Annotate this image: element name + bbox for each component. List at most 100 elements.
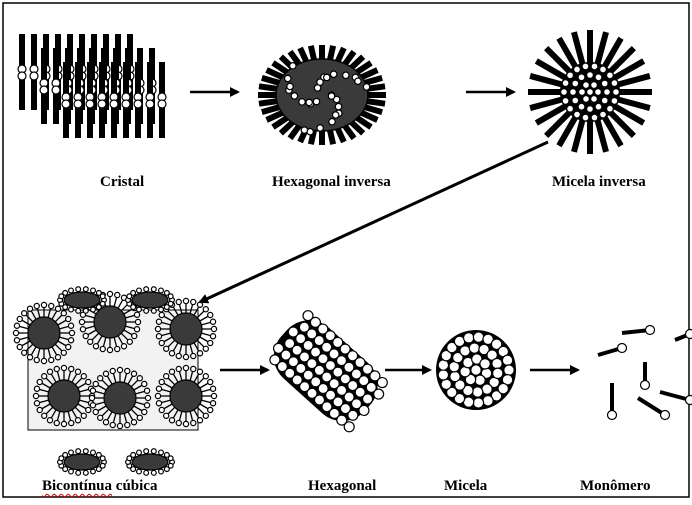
- lattice-head: [137, 307, 142, 312]
- lattice-head: [54, 366, 59, 371]
- lattice-head: [144, 403, 149, 408]
- water-channel-core: [170, 380, 202, 412]
- lattice-head: [81, 413, 86, 418]
- lattice-head: [183, 354, 188, 359]
- head-group: [441, 379, 451, 389]
- head-group: [122, 100, 130, 108]
- lattice-head: [34, 303, 39, 308]
- head-group: [587, 106, 594, 113]
- lattice-head: [210, 386, 215, 391]
- channel-cap: [64, 292, 100, 308]
- lattice-head: [137, 469, 142, 474]
- head-group: [600, 66, 607, 73]
- lattice-head: [76, 449, 81, 454]
- head-group: [475, 375, 485, 385]
- lattice-head: [83, 308, 88, 313]
- lattice-head: [151, 287, 156, 292]
- head-group: [595, 74, 602, 81]
- lattice-head: [47, 369, 52, 374]
- lattice-head: [27, 306, 32, 311]
- lattice-head: [76, 470, 81, 475]
- lattice-head: [131, 291, 136, 296]
- monomer-head: [608, 411, 617, 420]
- lattice-head: [144, 470, 149, 475]
- lattice-head: [66, 316, 71, 321]
- head-group: [363, 84, 369, 90]
- lattice-head: [131, 453, 136, 458]
- lattice-head: [86, 407, 91, 412]
- lattice-head: [155, 326, 160, 331]
- monomer-head: [646, 326, 655, 335]
- lattice-head: [134, 327, 139, 332]
- head-group: [317, 125, 323, 131]
- lattice-head: [131, 371, 136, 376]
- micelle-structure: [436, 330, 516, 410]
- head-group: [473, 398, 483, 408]
- lattice-head: [144, 388, 149, 393]
- lattice-head: [137, 288, 142, 293]
- head-group: [502, 355, 512, 365]
- monomer-head: [641, 381, 650, 390]
- lattice-head: [80, 327, 85, 332]
- lattice-head: [83, 287, 88, 292]
- lattice-head: [69, 330, 74, 335]
- label-bicontinua-word: Bicontínua: [42, 478, 112, 494]
- lattice-head: [159, 379, 164, 384]
- lattice-head: [208, 312, 213, 317]
- lattice-head: [164, 467, 169, 472]
- lattice-head: [208, 340, 213, 345]
- lattice-head: [183, 365, 188, 370]
- head-group: [583, 82, 590, 89]
- lattice-head: [159, 469, 164, 474]
- lattice-head: [34, 386, 39, 391]
- lattice-head: [69, 307, 74, 312]
- lattice-head: [49, 303, 54, 308]
- lattice-head: [211, 326, 216, 331]
- lattice-head: [125, 368, 130, 373]
- lattice-head: [159, 407, 164, 412]
- lattice-head: [156, 319, 161, 324]
- lattice-head: [69, 469, 74, 474]
- head-group: [498, 383, 508, 393]
- lattice-head: [69, 450, 74, 455]
- lattice-head: [55, 306, 60, 311]
- head-group: [483, 396, 493, 406]
- lattice-head: [164, 346, 169, 351]
- head-group: [473, 332, 483, 342]
- lattice-head: [176, 299, 181, 304]
- lattice-head: [110, 422, 115, 427]
- water-channel-core: [48, 380, 80, 412]
- lattice-head: [191, 299, 196, 304]
- head-group: [146, 100, 154, 108]
- lattice-head: [68, 323, 73, 328]
- head-group: [471, 365, 481, 375]
- head-group: [301, 127, 307, 133]
- lattice-head: [156, 401, 161, 406]
- lattice-head: [90, 388, 95, 393]
- lattice-head: [144, 287, 149, 292]
- lattice-head: [191, 366, 196, 371]
- lattice-head: [191, 420, 196, 425]
- lattice-head: [49, 357, 54, 362]
- lattice-head: [156, 386, 161, 391]
- head-group: [480, 359, 490, 369]
- lattice-head: [183, 298, 188, 303]
- lattice-head: [117, 423, 122, 428]
- monomer-head: [686, 330, 692, 339]
- head-group: [328, 93, 334, 99]
- water-channel-core: [94, 306, 126, 338]
- head-group: [570, 89, 577, 96]
- lattice-head: [176, 353, 181, 358]
- lattice-head: [91, 450, 96, 455]
- lattice-head: [63, 291, 68, 296]
- head-group: [158, 100, 166, 108]
- head-group: [134, 100, 142, 108]
- head-group: [582, 63, 589, 70]
- lattice-head: [197, 418, 202, 423]
- lattice-head: [91, 307, 96, 312]
- head-group: [110, 100, 118, 108]
- head-group: [492, 358, 502, 368]
- head-group: [469, 343, 479, 353]
- head-group: [299, 99, 305, 105]
